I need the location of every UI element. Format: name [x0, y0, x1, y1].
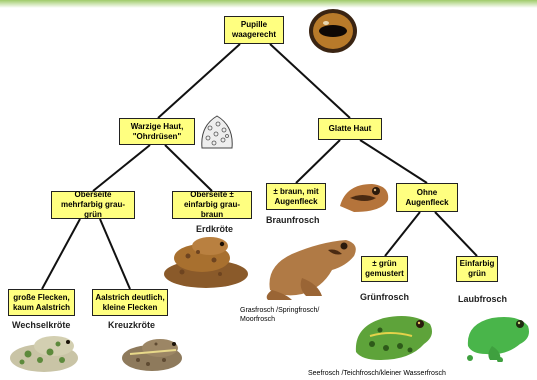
node-clear-stripe: Aalstrich deutlich, kleine Flecken	[92, 289, 168, 316]
grasfrosch-image	[262, 230, 362, 302]
node-brown-eyespot: ± braun, mit Augenfleck	[266, 183, 326, 210]
note-grasfrosch-line2: Moorfrosch	[240, 315, 319, 324]
wechselkroete-image	[6, 330, 84, 374]
label-erdkroete: Erdkröte	[196, 224, 233, 234]
erdkroete-image	[158, 234, 252, 290]
edge-smooth-brown	[296, 140, 340, 183]
label-wechselkroete: Wechselkröte	[12, 320, 70, 330]
note-grasfrosch-group: Grasfrosch /Springfrosch/ Moorfrosch	[240, 306, 319, 324]
note-seefrosch-group: Seefrosch /Teichfrosch/kleiner Wasserfro…	[308, 369, 446, 378]
node-plain-green: Einfarbig grün	[456, 256, 498, 282]
node-multicolor-top: Oberseite mehrfarbig grau-grün	[51, 191, 135, 219]
edge-multicolor-stripe	[100, 219, 130, 289]
kreuzkroete-image	[118, 332, 188, 374]
edge-root-smooth	[270, 44, 350, 118]
node-warty-skin: Warzige Haut, "Ohrdrüsen"	[119, 118, 195, 145]
edge-warty-multicolor	[93, 145, 150, 191]
label-laubfrosch: Laubfrosch	[458, 294, 507, 304]
node-green-patterned: ± grün gemustert	[361, 256, 408, 282]
parotoid-gland-sketch	[196, 112, 238, 152]
node-uniform-top: Oberseite ± einfarbig grau-braun	[172, 191, 252, 219]
edge-nospot-green	[385, 212, 420, 256]
gruenfrosch-image	[350, 302, 436, 364]
label-braunfrosch: Braunfrosch	[266, 215, 320, 225]
braunfrosch-head-image	[336, 176, 392, 216]
node-pupil-horizontal: Pupille waagerecht	[224, 16, 284, 44]
label-gruenfrosch: Grünfrosch	[360, 292, 409, 302]
node-no-eyespot: Ohne Augenfleck	[396, 183, 458, 212]
node-smooth-skin: Glatte Haut	[318, 118, 382, 140]
note-grasfrosch-line1: Grasfrosch /Springfrosch/	[240, 306, 319, 315]
label-kreuzkroete: Kreuzkröte	[108, 320, 155, 330]
edge-root-warty	[158, 44, 240, 118]
edge-nospot-plain	[435, 212, 477, 256]
eye-pupil-image	[308, 8, 358, 54]
laubfrosch-image	[462, 306, 534, 362]
node-large-spots: große Flecken, kaum Aalstrich	[8, 289, 75, 316]
edge-multicolor-large	[42, 219, 80, 289]
